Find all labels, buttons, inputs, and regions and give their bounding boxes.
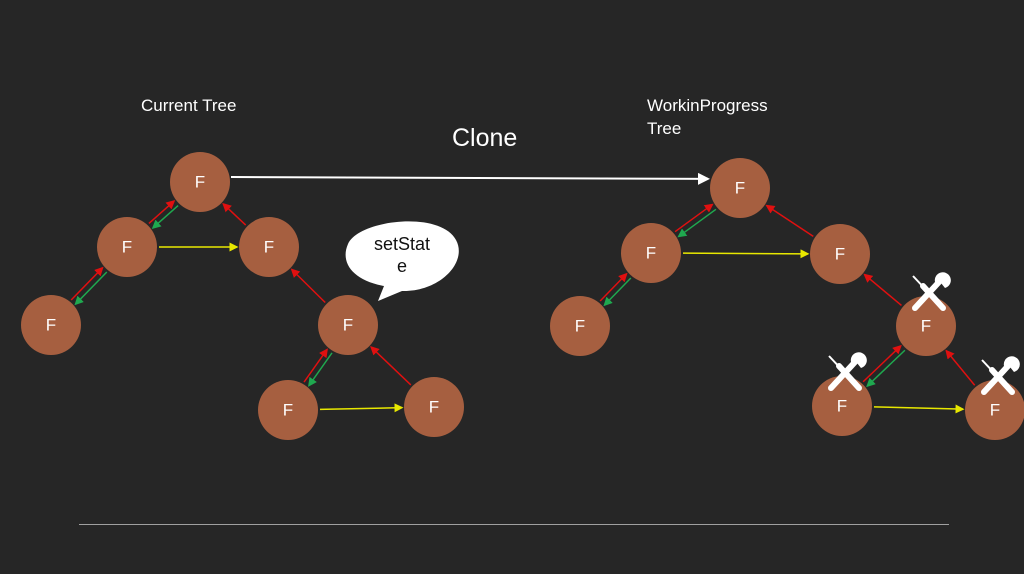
node-circle — [318, 295, 378, 355]
node-label: F — [46, 316, 56, 335]
node-label: F — [735, 179, 745, 198]
bubble-text-line2: e — [397, 256, 407, 276]
current-tree-label: Current Tree — [141, 96, 237, 115]
wip-fiber-node: F — [812, 376, 872, 436]
wip-return-edge — [862, 344, 902, 383]
current-fiber-node: F — [170, 152, 230, 212]
wip-return-edge — [765, 204, 814, 237]
wip-return-edge — [674, 203, 714, 233]
wip-child-edge — [866, 349, 906, 388]
wip-tree-label-line1: WorkinProgress — [647, 96, 768, 115]
wip-sibling-edge — [682, 249, 810, 259]
node-circle — [258, 380, 318, 440]
wip-tree-label: WorkinProgress Tree — [647, 94, 768, 140]
current-fiber-node: F — [404, 377, 464, 437]
current-return-edge — [148, 200, 176, 225]
current-child-edge — [308, 352, 333, 387]
speech-bubble: setStat e — [345, 221, 459, 301]
current-return-edge — [290, 268, 326, 304]
node-circle — [710, 158, 770, 218]
node-circle — [97, 217, 157, 277]
current-fiber-node: F — [97, 217, 157, 277]
node-circle — [170, 152, 230, 212]
node-circle — [810, 224, 870, 284]
node-label: F — [835, 245, 845, 264]
node-label: F — [990, 401, 1000, 420]
current-return-edge — [303, 348, 328, 383]
node-label: F — [195, 173, 205, 192]
wip-return-edge — [863, 273, 902, 307]
wip-tree-label-line2: Tree — [647, 119, 682, 138]
node-label: F — [429, 398, 439, 417]
current-return-edge — [70, 266, 104, 301]
wip-fiber-node: F — [621, 223, 681, 283]
wip-sibling-edge — [873, 404, 965, 414]
bubble-text-line1: setStat — [374, 234, 430, 254]
current-sibling-edge — [319, 403, 404, 413]
node-circle — [21, 295, 81, 355]
current-return-edge — [370, 346, 412, 386]
node-circle — [550, 296, 610, 356]
node-label: F — [283, 401, 293, 420]
node-label: F — [837, 397, 847, 416]
wip-fiber-node: F — [550, 296, 610, 356]
wip-fiber-node: F — [965, 380, 1024, 440]
clone-label: Clone — [452, 124, 518, 152]
node-label: F — [343, 316, 353, 335]
wip-return-edge — [945, 349, 976, 386]
node-circle — [812, 376, 872, 436]
wrench-screwdriver-icon — [981, 356, 1020, 395]
wip-fiber-node: F — [896, 296, 956, 356]
current-fiber-node: F — [239, 217, 299, 277]
current-fiber-node: F — [21, 295, 81, 355]
wip-child-edge — [603, 277, 632, 307]
node-circle — [896, 296, 956, 356]
current-fiber-node: F — [258, 380, 318, 440]
node-circle — [404, 377, 464, 437]
node-label: F — [646, 244, 656, 263]
wip-fiber-node: F — [810, 224, 870, 284]
node-circle — [965, 380, 1024, 440]
wip-child-edge — [677, 208, 717, 238]
wip-fiber-node: F — [710, 158, 770, 218]
node-circle — [239, 217, 299, 277]
node-label: F — [575, 317, 585, 336]
wrench-screwdriver-icon — [912, 272, 951, 311]
wip-return-edge — [599, 272, 628, 302]
wrench-screwdriver-icon — [828, 352, 867, 391]
node-circle — [621, 223, 681, 283]
node-label: F — [122, 238, 132, 257]
current-return-edge — [222, 202, 247, 226]
node-label: F — [264, 238, 274, 257]
node-label: F — [921, 317, 931, 336]
current-fiber-node: F — [318, 295, 378, 355]
divider-line — [79, 524, 949, 525]
current-child-edge — [74, 271, 108, 306]
clone-edge — [230, 172, 711, 185]
